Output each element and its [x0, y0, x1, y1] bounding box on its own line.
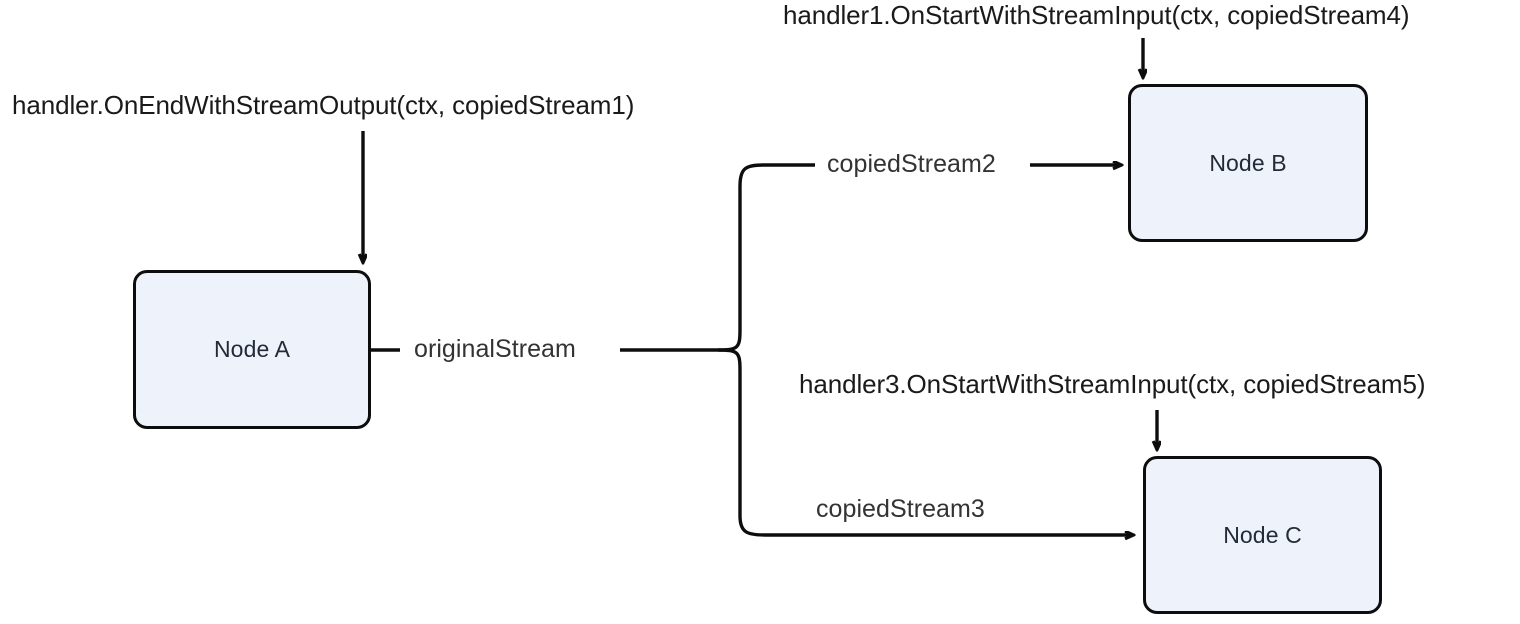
node-a-label: Node A [213, 336, 291, 362]
edge-label-copied-stream-3: copiedStream3 [811, 497, 990, 522]
annotation-label-node-c: handler3.OnStartWithStreamInput(ctx, cop… [799, 369, 1426, 399]
annotation-label-node-b: handler1.OnStartWithStreamInput(ctx, cop… [783, 0, 1410, 30]
annotation-label-node-a: handler.OnEndWithStreamOutput(ctx, copie… [12, 90, 635, 120]
node-b-label: Node B [1209, 149, 1287, 176]
edge-fork-lower [717, 348, 1133, 535]
edge-fork-upper [717, 163, 815, 352]
node-c-label: Node C [1223, 521, 1302, 548]
edge-label-original-stream: originalStream [409, 337, 581, 362]
edge-label-copied-stream-2: copiedStream2 [822, 152, 1001, 177]
node-a[interactable]: Node A [133, 270, 371, 429]
node-c[interactable]: Node C [1143, 456, 1382, 614]
node-b[interactable]: Node B [1128, 84, 1368, 242]
